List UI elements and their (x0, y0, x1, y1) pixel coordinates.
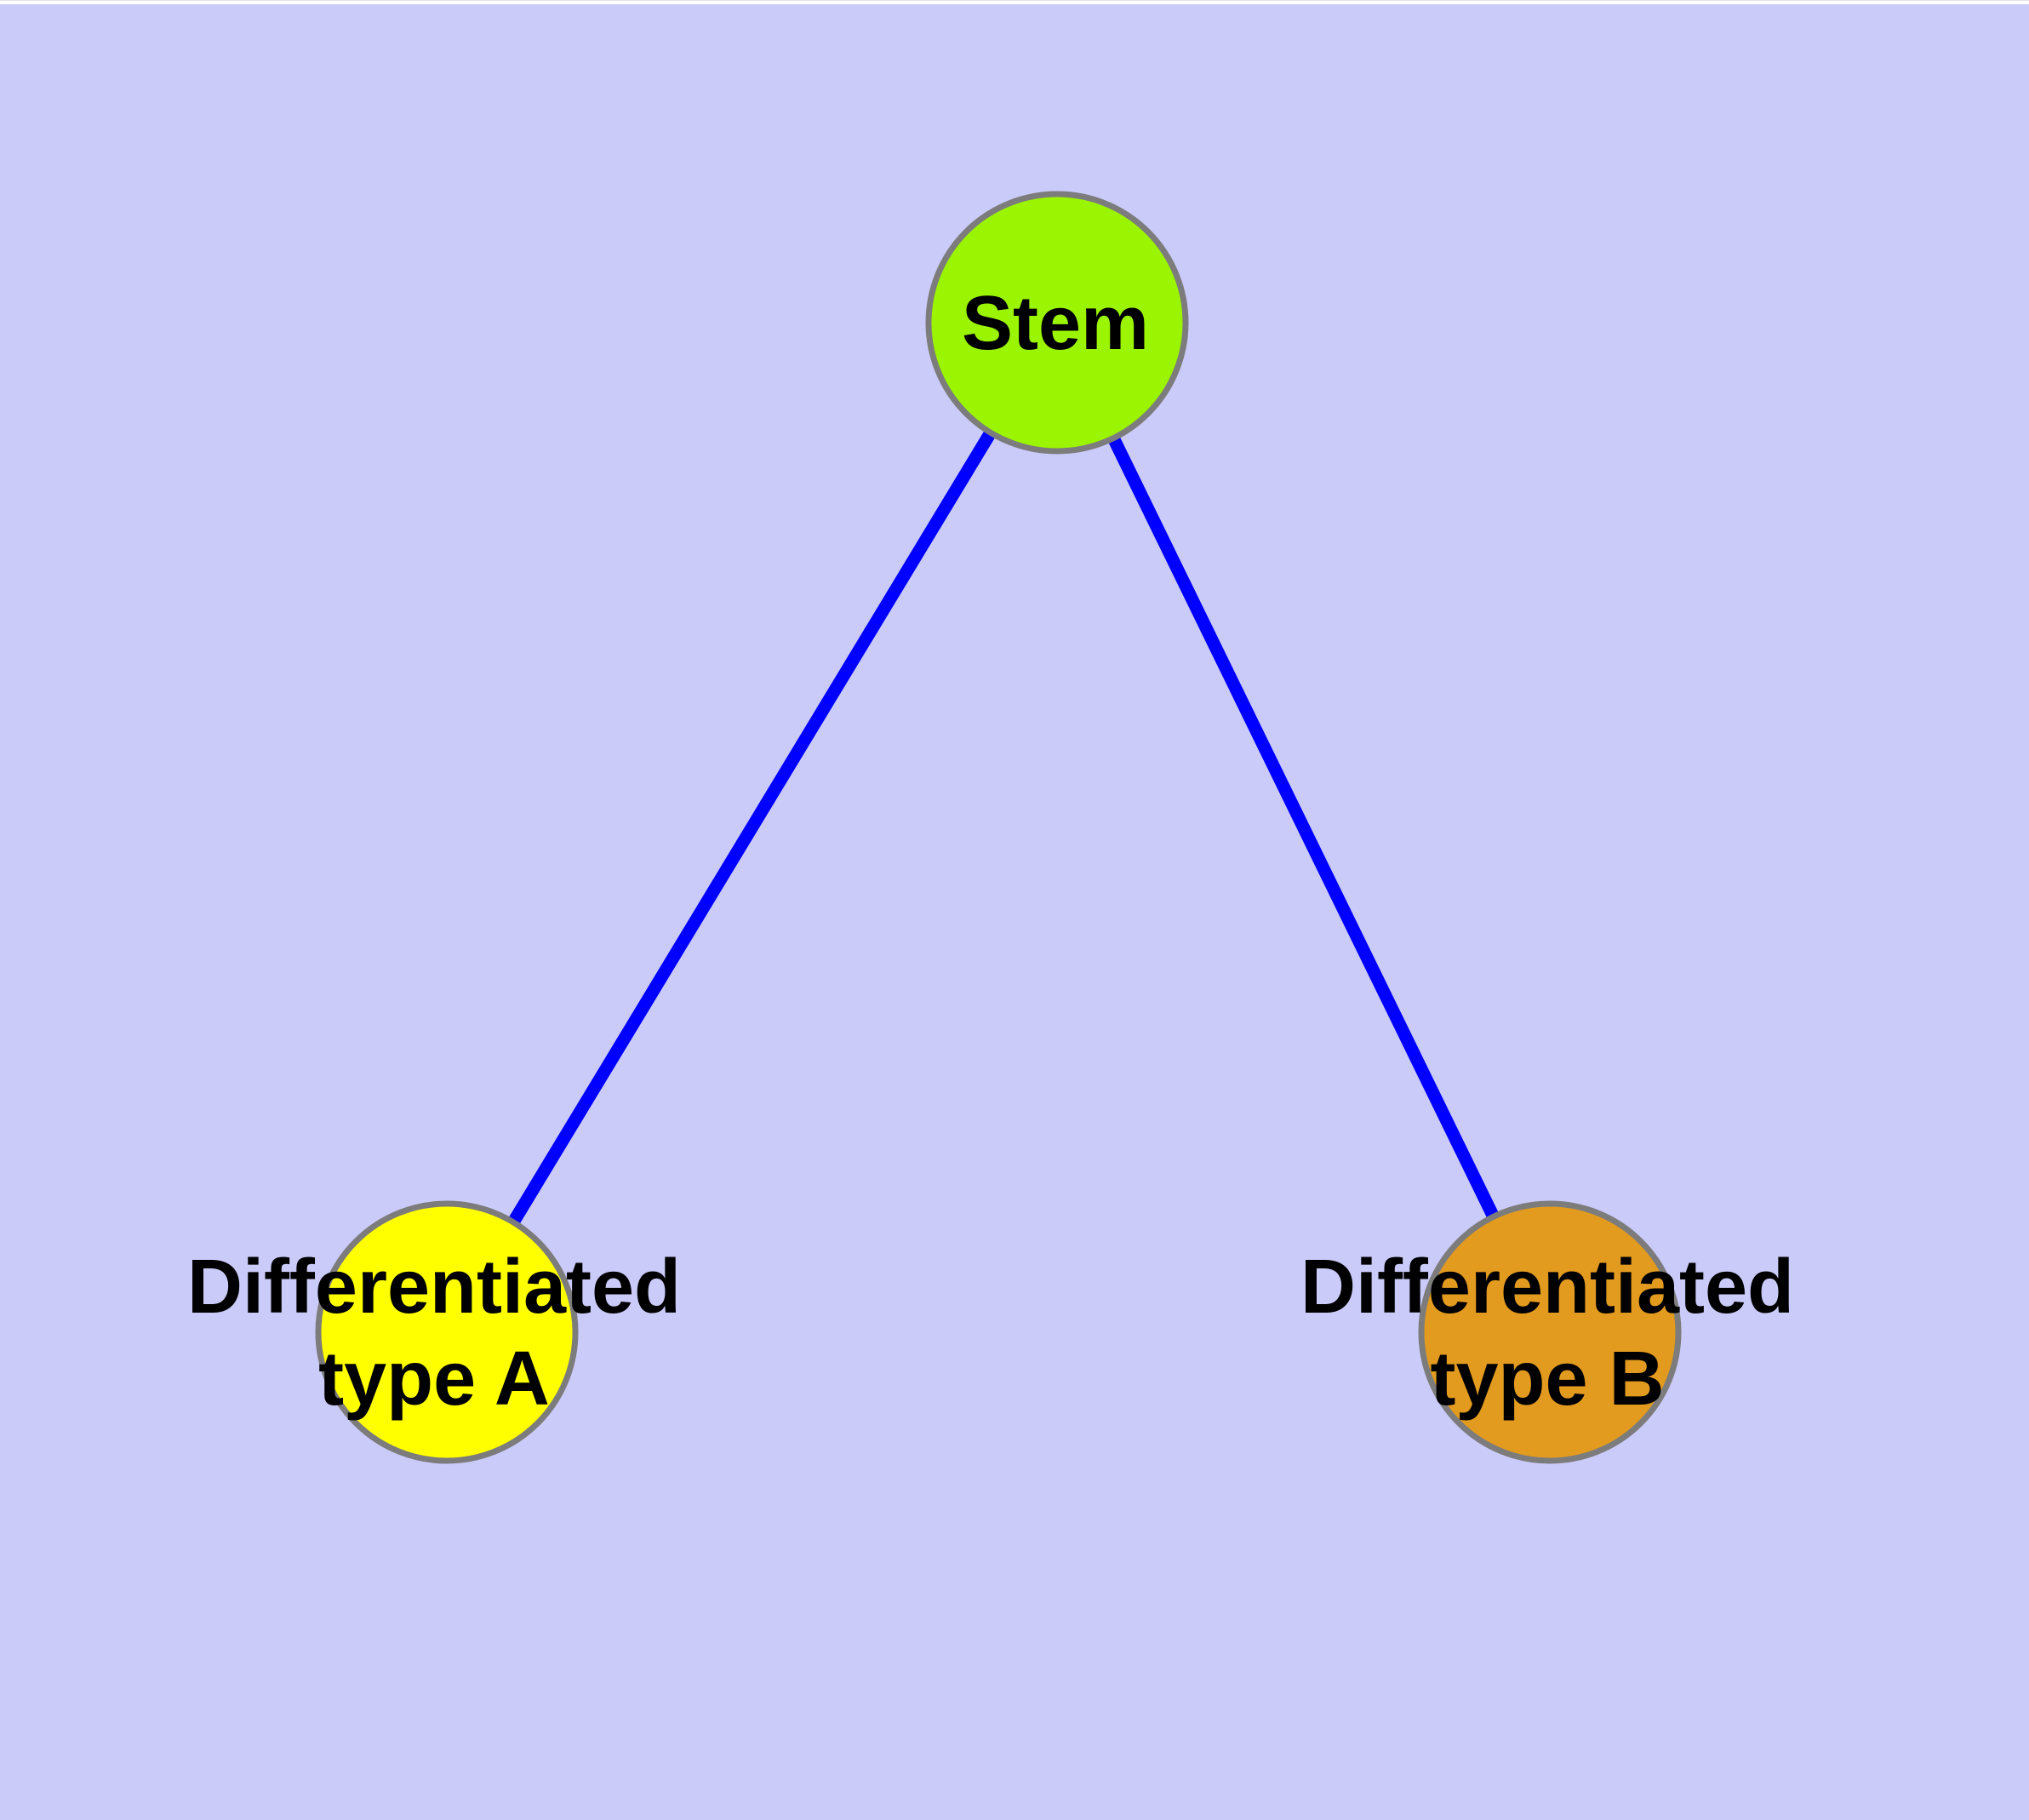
top-margin-strip (0, 1, 2029, 4)
node-type-a-label-line1: Differentiated (187, 1245, 681, 1330)
node-type-b-label-line1: Differentiated (1300, 1245, 1794, 1330)
node-stem-label: Stem (962, 281, 1149, 366)
node-type-a-label-line2: type A (318, 1336, 550, 1422)
node-stem-circle (925, 191, 1189, 455)
node-type-b-label-line2: type B (1430, 1336, 1664, 1422)
node-stem: Stem (925, 191, 1189, 455)
node-type-a: Differentiated type A (187, 1200, 681, 1464)
edge-stem-to-type-b (1051, 319, 1556, 1336)
node-type-b-circle (1418, 1200, 1682, 1464)
node-type-a-circle (315, 1200, 579, 1464)
edge-stem-to-type-a (441, 319, 1063, 1336)
top-hairline (0, 0, 2029, 1)
node-type-b: Differentiated type B (1300, 1200, 1794, 1464)
